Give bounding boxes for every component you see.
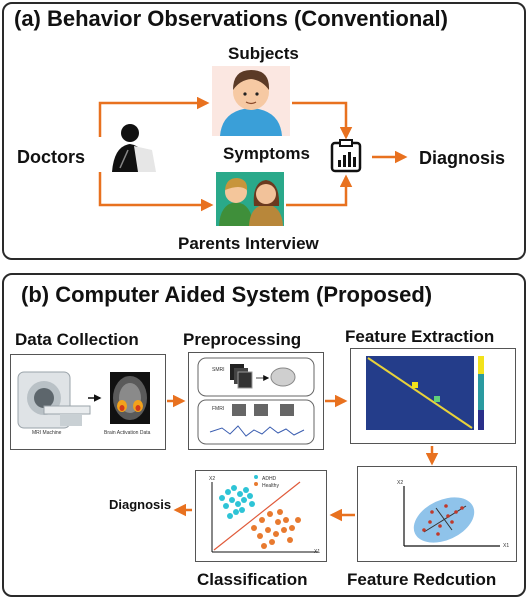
adhd-cluster [219, 485, 255, 519]
scatter-point [438, 524, 442, 528]
scatter-point [219, 495, 225, 501]
scatter-point [269, 539, 275, 545]
scatter-point [233, 509, 239, 515]
scatter-point [275, 519, 281, 525]
scatter-point [281, 527, 287, 533]
scatter-point [277, 509, 283, 515]
scatter-point [259, 517, 265, 523]
preprocessing-label: Preprocessing [183, 330, 302, 349]
classification-label: Classification [197, 570, 308, 589]
arrow-doctor-subjects [98, 96, 210, 137]
smri-label: SMRI [212, 367, 225, 373]
scatter-point [239, 507, 245, 513]
fmri-label: FMRI [212, 406, 225, 412]
arrow-parents-symptoms [286, 174, 353, 207]
preprocessing-box [188, 352, 324, 450]
legend-adhd-label: ADHD [262, 476, 277, 482]
scatter-point [283, 517, 289, 523]
scatter-point [273, 531, 279, 537]
scatter-point [247, 493, 253, 499]
brain-data-label: Brain Activation Data [104, 430, 151, 436]
preprocessing-illustration [197, 357, 315, 445]
scatter-point [235, 501, 241, 507]
reduction-points [422, 504, 464, 536]
diagnosis-label-a: Diagnosis [419, 148, 506, 168]
scatter-point [251, 525, 257, 531]
symptoms-label: Symptoms [223, 144, 310, 163]
scatter-point [223, 503, 229, 509]
connectivity-matrix [366, 356, 484, 430]
arrow-subjects-symptoms [292, 101, 353, 140]
classification-box [195, 470, 327, 562]
scatter-point [231, 485, 237, 491]
scatter-point [261, 543, 267, 549]
scatter-point [229, 497, 235, 503]
scatter-point [295, 517, 301, 523]
scatter-point [257, 533, 263, 539]
scatter-point [454, 510, 458, 514]
feature-reduction-label: Feature Redcution [347, 570, 497, 589]
scatter-point [243, 487, 249, 493]
scatter-point [287, 537, 293, 543]
scatter-point [436, 532, 440, 536]
scatter-point [249, 501, 255, 507]
panel-a-title: (a) Behavior Observations (Conventional) [14, 6, 448, 31]
subjects-label: Subjects [228, 44, 299, 63]
parents-interview-label: Parents Interview [178, 234, 319, 253]
reduction-axis-x1: X1 [503, 543, 510, 549]
child-subject-icon [212, 66, 290, 136]
scatter-point [237, 491, 243, 497]
panel-behavior-observations [2, 2, 526, 260]
scatter-point [430, 510, 434, 514]
reduction-plot [403, 486, 500, 547]
scatter-point [225, 489, 231, 495]
scatter-point [428, 520, 432, 524]
scatter-point [422, 528, 426, 532]
clipboard-icon [330, 139, 362, 173]
diagnosis-label-b: Diagnosis [109, 497, 172, 512]
panel-computer-aided-system [2, 273, 526, 597]
feature-extraction-label: Feature Extraction [345, 327, 495, 346]
scatter-point [460, 506, 464, 510]
classification-plot [211, 475, 318, 553]
doctors-label: Doctors [17, 147, 86, 167]
scatter-point [267, 511, 273, 517]
scatter-point [446, 514, 450, 518]
scatter-point [444, 504, 448, 508]
data-collection-label: Data Collection [15, 330, 139, 349]
legend-healthy-label: Healthy [262, 483, 279, 489]
arrow-doctor-parents [98, 172, 214, 212]
healthy-cluster [251, 509, 301, 549]
brain-activation-icon [110, 372, 150, 424]
doctor-icon [112, 124, 156, 172]
scatter-point [265, 527, 271, 533]
mri-machine-label: MRI Machine [32, 430, 62, 436]
scatter-point [241, 497, 247, 503]
parents-icon [216, 172, 284, 226]
scatter-point [450, 520, 454, 524]
scatter-point [227, 513, 233, 519]
classification-axis-x2: X2 [209, 476, 216, 482]
reduction-axis-x2: X2 [397, 480, 404, 486]
panel-b-title: (b) Computer Aided System (Proposed) [21, 282, 433, 307]
scatter-point [289, 525, 295, 531]
mri-machine-icon [17, 371, 91, 429]
